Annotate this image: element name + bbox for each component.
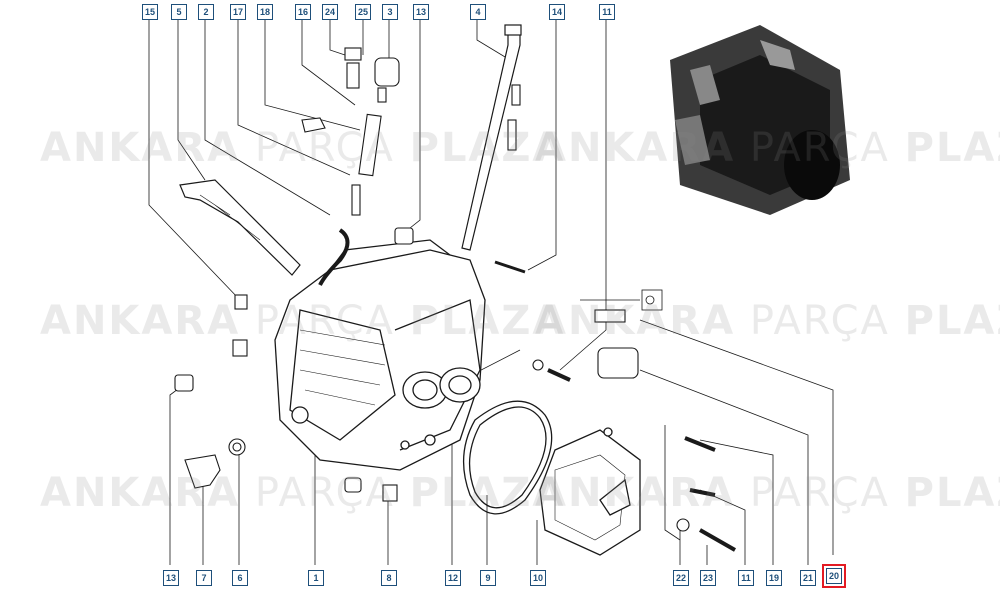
callout-top[interactable]: 17: [230, 4, 246, 20]
callout-top[interactable]: 11: [599, 4, 615, 20]
dipstick: [461, 24, 522, 251]
gasket: [462, 400, 553, 515]
studs: [174, 47, 736, 552]
callout-top[interactable]: 16: [295, 4, 311, 20]
callout-bottom[interactable]: 11: [738, 570, 754, 586]
callout-top[interactable]: 15: [142, 4, 158, 20]
callout-top[interactable]: 4: [470, 4, 486, 20]
callout-bottom[interactable]: 8: [381, 570, 397, 586]
callout-top[interactable]: 5: [171, 4, 187, 20]
end-cover: [539, 427, 641, 556]
callout-top[interactable]: 14: [549, 4, 565, 20]
watermark-row: ANKARA PARÇA PLAZA: [535, 125, 1000, 171]
callout-bottom[interactable]: 10: [530, 570, 546, 586]
callout-bottom[interactable]: 12: [445, 570, 461, 586]
watermark-row: ANKARA PARÇA PLAZA: [40, 470, 566, 516]
callout-bottom[interactable]: 13: [163, 570, 179, 586]
callout-top[interactable]: 3: [382, 4, 398, 20]
gearbox-housing: [274, 239, 486, 471]
callout-top[interactable]: 25: [355, 4, 371, 20]
callout-bottom[interactable]: 9: [480, 570, 496, 586]
callout-bottom[interactable]: 7: [196, 570, 212, 586]
watermark-row: ANKARA PARÇA PLAZA: [535, 298, 1000, 344]
callout-top[interactable]: 18: [257, 4, 273, 20]
callout-bottom[interactable]: 23: [700, 570, 716, 586]
callout-bottom[interactable]: 6: [232, 570, 248, 586]
watermark-row: ANKARA PARÇA PLAZA: [535, 470, 1000, 516]
callout-bottom[interactable]: 21: [800, 570, 816, 586]
callout-top[interactable]: 24: [322, 4, 338, 20]
callout-top[interactable]: 2: [198, 4, 214, 20]
watermark-row: ANKARA PARÇA PLAZA: [40, 125, 566, 171]
watermark-row: ANKARA PARÇA PLAZA: [40, 298, 566, 344]
callout-bottom[interactable]: 22: [673, 570, 689, 586]
callout-bottom[interactable]: 1: [308, 570, 324, 586]
callout-top[interactable]: 13: [413, 4, 429, 20]
callout-bottom-highlighted[interactable]: 20: [822, 564, 846, 588]
gearbox-photo-inset: [641, 20, 850, 311]
shift-bracket: [179, 179, 301, 276]
callout-bottom[interactable]: 19: [766, 570, 782, 586]
